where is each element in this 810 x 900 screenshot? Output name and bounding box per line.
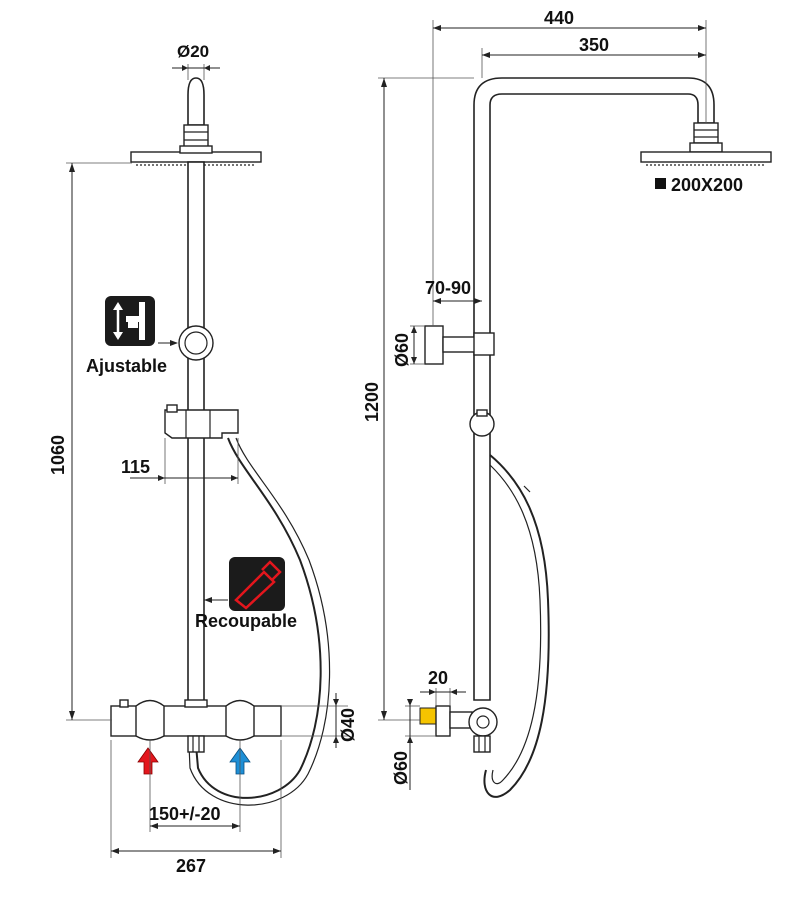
dim-350: 350 [579,35,609,55]
dim-440: 440 [544,8,574,28]
dim-150: 150+/-20 [149,804,221,824]
front-right-knob [225,699,255,741]
dim-1200: 1200 [362,382,382,422]
side-mixer-body [468,707,498,737]
label-head-size: 200X200 [671,175,743,195]
front-hose [195,437,322,799]
square-bullet-icon [655,178,666,189]
dim-d40: Ø40 [338,708,358,742]
side-yellow-connector [419,707,437,725]
hot-water-arrow-icon [137,747,159,775]
front-head-arm [187,77,205,126]
label-adjustable: Ajustable [86,356,167,376]
dim-20: 20 [428,668,448,688]
dim-267: 267 [176,856,206,876]
dim-115: 115 [121,457,150,477]
side-head-connector [693,122,719,144]
front-handshower-holder [164,409,239,439]
front-left-knob [135,699,165,741]
side-hose [483,454,550,798]
side-view: 440 350 200X200 70-90 Ø60 1200 [362,8,772,798]
side-top-arm [473,77,715,701]
front-sliding-ring [178,325,214,361]
label-recoupable: Recoupable [195,611,297,631]
dim-d60-upper: Ø60 [392,333,412,367]
side-shower-head [640,151,772,163]
hacksaw-cut-icon [229,557,285,611]
dim-70-90: 70-90 [425,278,471,298]
dim-d60-lower: Ø60 [391,751,411,785]
dim-d20: Ø20 [177,42,209,61]
front-view: Ø20 1060 Ajustable 115 [48,42,358,876]
side-upper-wall-bracket [424,325,444,365]
dim-1060: 1060 [48,435,68,475]
front-head-connector [183,124,209,148]
adjustable-slider-icon [105,296,155,346]
